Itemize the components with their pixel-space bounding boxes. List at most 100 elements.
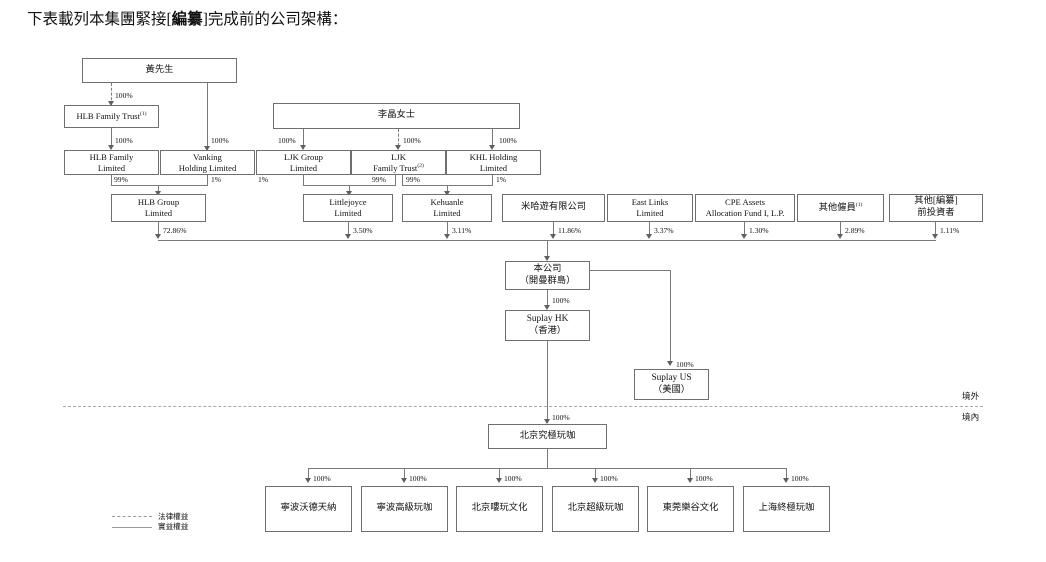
node-label: Suplay HK（香港） [526, 313, 569, 336]
percent-eastlinks-to-company: 3.37% [654, 226, 674, 235]
node-label: 北京究極玩咖 [519, 430, 576, 441]
arrowhead [444, 234, 450, 239]
arrowhead [489, 145, 495, 150]
arrowhead [155, 234, 161, 239]
node-label: 上海終極玩咖 [758, 503, 815, 514]
edge-company-to-suplay-us-h [590, 270, 671, 271]
node-ningbo-gaoji-wanka[interactable]: 寧波高級玩咖 [361, 486, 448, 532]
edge-kehuanle-drop [447, 222, 448, 236]
percent-ljktrust-to-kehuanle: 99% [406, 175, 420, 184]
node-beijing-chaoji-wanka[interactable]: 北京超級玩咖 [552, 486, 639, 532]
percent-kehuanle-to-company: 3.11% [452, 226, 472, 235]
node-dongguan-legu-wenhua[interactable]: 東莞樂谷文化 [647, 486, 734, 532]
arrowhead [204, 146, 210, 151]
percent-littlejoyce-to-company: 3.50% [353, 226, 373, 235]
percent-beijing-to-sub6: 100% [791, 474, 809, 483]
arrowhead [667, 361, 673, 366]
node-mr-huang[interactable]: 黃先生 [82, 58, 237, 83]
percent-huang-to-trust: 100% [115, 91, 133, 100]
node-shanghai-zhongji-wanka[interactable]: 上海終極玩咖 [743, 486, 830, 532]
node-ms-li[interactable]: 李晶女士 [273, 103, 520, 129]
node-beijing-luowan-wenhua[interactable]: 北京嘍玩文化 [456, 486, 543, 532]
label-offshore: 境外 [962, 391, 980, 401]
percent-preipo-to-company: 1.11% [940, 226, 960, 235]
node-label: 其他[編纂]前投資者 [914, 196, 958, 218]
edge-littlejoyce-drop [348, 222, 349, 236]
node-mihoyo[interactable]: 米哈遊有限公司 [502, 194, 605, 222]
intro-bold-token: 編纂 [171, 11, 203, 28]
legend-solid-sample [112, 527, 152, 528]
percent-hlbgroup-to-company: 72.86% [163, 226, 187, 235]
edge-bus-hlbgroup [111, 185, 208, 186]
arrowhead [550, 234, 556, 239]
node-beijing-jiuji-wanka[interactable]: 北京究極玩咖 [488, 424, 607, 449]
edge-li-to-ljk-group [303, 129, 304, 146]
node-ningbo-wodetianna[interactable]: 寧波沃德天納 [265, 486, 352, 532]
node-label: Suplay US（美國） [651, 372, 692, 395]
edge-bus-to-sub4 [595, 468, 596, 481]
arrowhead [401, 478, 407, 483]
node-other-preipo-investors[interactable]: 其他[編纂]前投資者 [889, 194, 983, 222]
arrowhead [544, 305, 550, 310]
percent-trust-to-hlbfamily: 100% [115, 136, 133, 145]
arrowhead [544, 256, 550, 261]
edge-employees-drop [840, 222, 841, 236]
arrowhead [783, 478, 789, 483]
edge-company-to-suplay-us-v [670, 270, 671, 363]
node-other-employees[interactable]: 其他僱員(1) [797, 194, 884, 222]
edge-li-to-ljk-trust [398, 129, 399, 146]
node-label: 寧波沃德天納 [280, 503, 337, 514]
node-label: 北京嘍玩文化 [471, 503, 528, 514]
label-onshore: 境內 [962, 412, 980, 422]
edge-eastlinks-drop [649, 222, 650, 236]
node-label: 其他僱員(1) [818, 201, 863, 213]
edge-beijing-down [547, 449, 548, 468]
arrowhead [687, 478, 693, 483]
node-label: 北京超級玩咖 [567, 503, 624, 514]
edge-bus-to-sub6 [786, 468, 787, 481]
node-label: 李晶女士 [377, 110, 416, 121]
percent-ljktrust-to-littlejoyce: 99% [372, 175, 386, 184]
arrowhead [345, 234, 351, 239]
edge-khl-down [492, 175, 493, 185]
intro-prefix: 下表載列本集團緊接[ [27, 11, 172, 28]
percent-beijing-to-sub1: 100% [313, 474, 331, 483]
arrowhead [592, 478, 598, 483]
edge-vanking-down [207, 175, 208, 185]
edge-bus-to-sub1 [308, 468, 309, 481]
edge-ljkgroup-down [303, 175, 304, 185]
arrowhead [395, 145, 401, 150]
edge-cpe-drop [744, 222, 745, 236]
arrowhead [108, 101, 114, 106]
percent-li-to-khl: 100% [499, 136, 517, 145]
arrowhead [496, 478, 502, 483]
percent-vanking-to-hlbgroup: 1% [211, 175, 222, 184]
edge-subsidiary-bus [308, 468, 787, 469]
percent-huang-to-vanking: 100% [211, 136, 229, 145]
node-the-company[interactable]: 本公司（開曼群島） [505, 261, 590, 290]
edge-ljktrust-down-left [395, 175, 396, 185]
node-suplay-us[interactable]: Suplay US（美國） [634, 369, 709, 400]
edge-bus-to-littlejoyce [349, 185, 350, 193]
node-hlb-family-trust[interactable]: HLB Family Trust(1) [64, 105, 159, 128]
node-label: 米哈遊有限公司 [520, 202, 587, 213]
node-suplay-hk[interactable]: Suplay HK（香港） [505, 310, 590, 341]
edge-company-to-suplay-hk [547, 290, 548, 307]
percent-company-to-suplayus: 100% [676, 360, 694, 369]
